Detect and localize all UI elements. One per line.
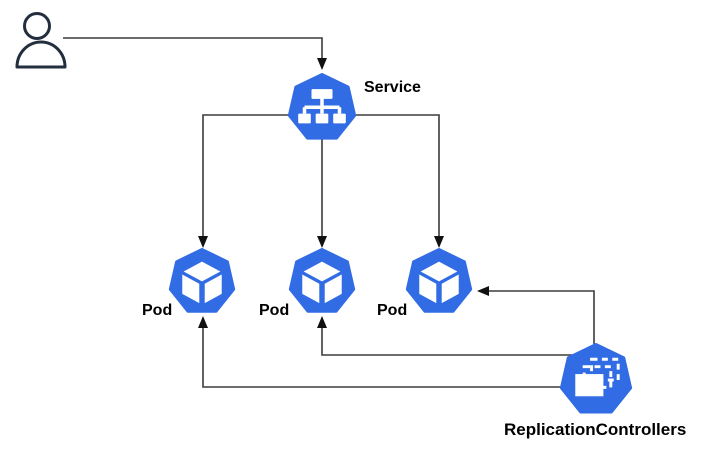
pod1-label: Pod	[142, 302, 173, 319]
replication-controllers-icon	[559, 343, 633, 414]
replication-controllers-node	[559, 343, 633, 417]
edge-rc-to-pod3	[477, 286, 595, 345]
pod3-node	[405, 248, 473, 316]
user-node	[14, 8, 70, 72]
pod-cube-icon	[405, 248, 473, 313]
user-icon	[15, 12, 67, 69]
replication-controllers-label: ReplicationControllers	[504, 420, 687, 439]
service-label: Service	[364, 79, 421, 96]
pod3-label: Pod	[377, 302, 408, 319]
service-node	[287, 73, 357, 143]
pod-cube-icon	[288, 248, 356, 313]
edge-rc-to-pod2	[317, 316, 575, 356]
edge-user-to-service	[63, 37, 327, 70]
edge-service-to-pod1	[198, 114, 291, 248]
edge-rc-to-pod1	[198, 316, 566, 388]
pod1-node	[168, 248, 236, 316]
pod2-label: Pod	[259, 302, 290, 319]
service-network-icon	[287, 73, 357, 140]
edge-service-to-pod3	[356, 114, 444, 248]
pod-cube-icon	[168, 248, 236, 313]
pod2-node	[288, 248, 356, 316]
